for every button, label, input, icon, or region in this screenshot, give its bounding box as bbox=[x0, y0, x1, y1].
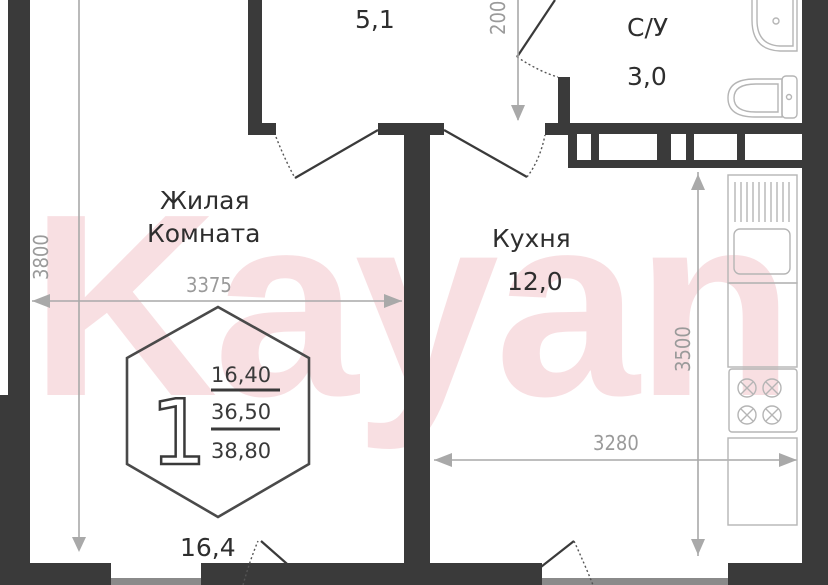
badge-total-with-balcony: 38,80 bbox=[211, 439, 271, 463]
badge-total-area: 36,50 bbox=[211, 400, 271, 424]
dim-living-width: 3375 bbox=[186, 273, 232, 297]
dim-hall-partial: 200 bbox=[486, 1, 510, 35]
dim-living-height: 3800 bbox=[29, 234, 53, 280]
apartment-badge: 1 16,40 36,50 38,80 bbox=[125, 305, 311, 519]
dimension-lines bbox=[32, 0, 797, 556]
bathroom-area: 3,0 bbox=[627, 62, 667, 91]
living-room-label-line1: Жилая bbox=[160, 186, 250, 215]
kitchen-area: 12,0 bbox=[507, 267, 563, 296]
living-room-label-line2: Комната bbox=[147, 219, 260, 248]
hexagon-shape bbox=[125, 305, 311, 519]
counter-cabinet-icon bbox=[727, 282, 798, 368]
dim-kitchen-height: 3500 bbox=[671, 326, 695, 372]
sink-icon bbox=[751, 0, 798, 52]
kitchen-sink-icon bbox=[727, 174, 798, 284]
fridge-cabinet-icon bbox=[727, 437, 798, 526]
kitchen-label: Кухня bbox=[492, 224, 571, 253]
badge-living-area: 16,40 bbox=[211, 363, 271, 387]
living-room-area: 16,4 bbox=[180, 533, 236, 562]
dim-kitchen-width: 3280 bbox=[593, 431, 639, 455]
doors bbox=[242, 0, 594, 585]
bathroom-label: С/У bbox=[627, 13, 668, 42]
stove-icon bbox=[728, 368, 798, 433]
rooms-count: 1 bbox=[150, 381, 207, 486]
hall-area: 5,1 bbox=[355, 5, 395, 34]
toilet-icon bbox=[727, 75, 798, 119]
